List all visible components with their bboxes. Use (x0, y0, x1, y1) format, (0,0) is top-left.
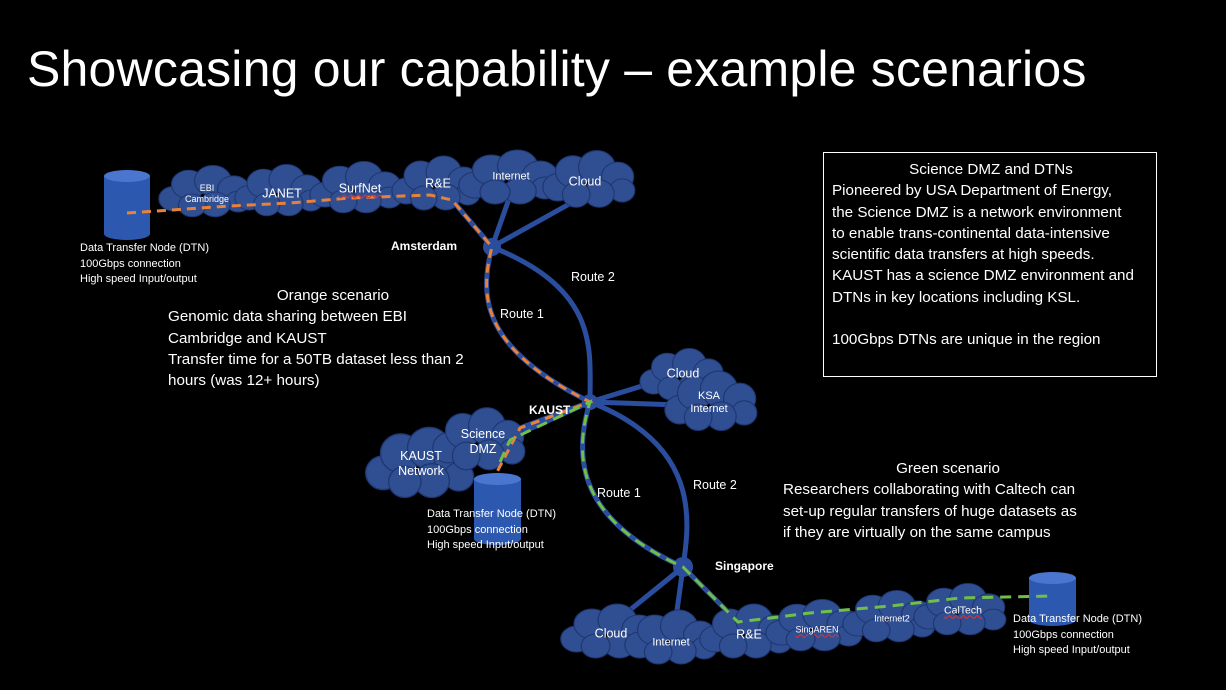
cloud-label-cloud-bottom: Cloud (594, 626, 628, 641)
info-box-line: the Science DMZ is a network environment (832, 203, 1122, 221)
dtn-label-caltech-line2: 100Gbps connection (1013, 628, 1114, 641)
dtn-cylinder-ebi (104, 170, 150, 240)
dtn-label-ebi-line1: Data Transfer Node (DTN) (80, 242, 209, 254)
route-label-route1-bottom: Route 1 (597, 486, 641, 500)
orange-scenario-line: hours (was 12+ hours) (168, 372, 320, 390)
dtn-cylinder-caltech (1029, 572, 1076, 626)
orange-scenario-path (126, 193, 594, 473)
node-label-kaust: KAUST (529, 403, 571, 417)
cloud-label-caltech: CalTech (944, 604, 982, 617)
info-box-note: 100Gbps DTNs are unique in the region (832, 331, 1101, 349)
cloud-label-ksa-line1: KSA (697, 390, 720, 402)
dtn-label-ebi-line3: High speed Input/output (80, 273, 197, 285)
cloud-label-kaust-network-line2: Network (398, 464, 444, 478)
dtn-cylinder-kaust (474, 473, 521, 545)
green-scenario-path (498, 399, 1053, 624)
info-box-line: scientific data transfers at high speeds… (832, 246, 1095, 264)
cloud-label-surfnet: SurfNet (338, 181, 382, 196)
green-scenario-line: set-up regular transfers of huge dataset… (783, 502, 1077, 520)
info-box-line: DTNs in key locations including KSL. (832, 288, 1081, 306)
cloud-label-singaren: SingAREN (795, 624, 839, 635)
info-box-line: Pioneered by USA Department of Energy, (832, 182, 1112, 200)
cloud-label-internet-bottom: Internet (652, 636, 690, 649)
green-scenario-title: Green scenario (896, 460, 1000, 477)
route-label-route2-top: Route 2 (571, 270, 615, 284)
info-box-line: to enable trans-continental data-intensi… (832, 224, 1110, 242)
cloud-label-ksa: KSA Internet (690, 390, 727, 416)
slide-title: Showcasing our capability – example scen… (27, 41, 1087, 97)
info-box-line: KAUST has a science DMZ environment and (832, 267, 1134, 285)
cloud-label-kaust-network-line1: KAUST (400, 449, 442, 463)
link-route2-bottom (587, 399, 690, 570)
dtn-label-kaust-line3: High speed Input/output (427, 539, 544, 551)
dtn-label-ebi: Data Transfer Node (DTN) 100Gbps connect… (80, 241, 209, 288)
node-label-amsterdam: Amsterdam (391, 239, 458, 253)
link-amsterdam-cloud (489, 195, 583, 250)
green-scenario-text: Green scenario Researchers collaborating… (783, 458, 1113, 543)
cloud-label-ksa-line2: Internet (690, 403, 728, 415)
cloud-label-ebi-line2: Cambridge (184, 194, 230, 204)
orange-scenario-text: Orange scenario Genomic data sharing bet… (168, 285, 498, 391)
dtn-label-kaust-line1: Data Transfer Node (DTN) (427, 508, 556, 520)
dtn-label-kaust: Data Transfer Node (DTN) 100Gbps connect… (427, 507, 556, 554)
info-box-title: Science DMZ and DTNs (909, 161, 1073, 178)
link-amsterdam-internet (489, 193, 513, 250)
route-label-route1-top: Route 1 (500, 307, 544, 321)
green-scenario-line: Researchers collaborating with Caltech c… (783, 481, 1076, 499)
dtn-label-caltech: Data Transfer Node (DTN) 100Gbps connect… (1013, 612, 1142, 659)
dtn-label-caltech-line1: Data Transfer Node (DTN) (1013, 613, 1142, 625)
cloud-label-janet: JANET (262, 186, 302, 201)
cloud-label-science-dmz-line1: Science (460, 427, 506, 441)
cloud-label-ebi: EBI Cambridge (185, 183, 229, 205)
cloud-label-internet-top: Internet (492, 170, 530, 183)
cloud-label-cloud-mid: Cloud (666, 366, 700, 381)
info-box-spacer (832, 308, 1150, 329)
cloud-label-kaust-network: KAUST Network (398, 449, 444, 479)
cloud-label-science-dmz-line2: DMZ (469, 442, 497, 456)
science-dmz-info-box: Science DMZ and DTNs Pioneered by USA De… (823, 152, 1157, 377)
dtn-label-caltech-line3: High speed Input/output (1013, 644, 1130, 656)
link-kaust-ksa (587, 399, 683, 408)
node-label-singapore: Singapore (715, 559, 774, 573)
cloud-label-ebi-line1: EBI (199, 183, 215, 193)
cloud-label-cloud-top: Cloud (568, 174, 602, 189)
cloud-label-science-dmz: Science DMZ (461, 427, 505, 457)
link-route2-top (489, 244, 593, 405)
cloud-label-re-top: R&E (425, 176, 451, 191)
green-scenario-line: if they are virtually on the same campus (783, 523, 1051, 541)
dtn-label-ebi-line2: 100Gbps connection (80, 257, 181, 270)
cloud-label-re-bottom: R&E (736, 627, 762, 642)
orange-scenario-line: Genomic data sharing between EBI (168, 308, 407, 326)
orange-scenario-line: Transfer time for a 50TB dataset less th… (168, 350, 464, 368)
route-label-route2-bottom: Route 2 (693, 478, 737, 492)
orange-scenario-line: Cambridge and KAUST (168, 329, 327, 347)
dtn-label-kaust-line2: 100Gbps connection (427, 523, 528, 536)
cloud-label-internet2: Internet2 (874, 613, 910, 624)
orange-scenario-title: Orange scenario (276, 287, 390, 304)
